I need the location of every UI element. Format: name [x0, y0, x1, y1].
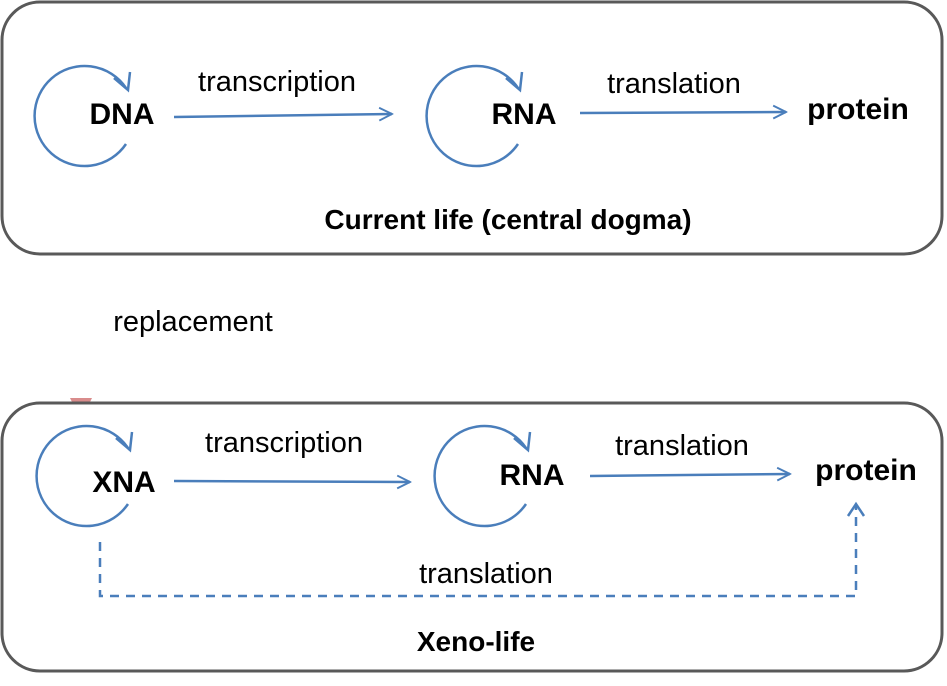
current-life-title: Current life (central dogma): [324, 204, 691, 235]
dna-replication-loop: [33, 64, 128, 168]
dna-node: DNA: [90, 98, 155, 131]
replacement-label: replacement: [113, 306, 273, 338]
xeno-rna-node: RNA: [500, 459, 565, 492]
xeno-transcription-arrow: [173, 481, 410, 482]
xeno-life-title: Xeno-life: [417, 626, 535, 657]
direct-translation-label: translation: [419, 558, 553, 590]
xeno-translation-arrow: [589, 474, 790, 476]
direct-translation-arrow: [98, 506, 858, 598]
rna-replication-loop: [425, 64, 520, 168]
protein-node: protein: [807, 93, 909, 126]
current-life-panel: [0, 0, 944, 256]
xna-replication-loop: [35, 424, 130, 528]
transcription-arrow: [173, 114, 392, 117]
xeno-rna-replication-arrowhead: [513, 431, 532, 453]
dna-replication-arrowhead: [113, 71, 132, 93]
xeno-life-panel: [0, 401, 944, 673]
translation-arrow: [579, 112, 786, 113]
transcription-label: transcription: [198, 66, 356, 98]
xeno-transcription-label: transcription: [205, 427, 363, 459]
xna-node: XNA: [92, 466, 155, 499]
xeno-rna-replication-loop: [433, 424, 528, 528]
xna-replication-arrowhead: [115, 431, 134, 453]
rna-node: RNA: [492, 98, 557, 131]
rna-replication-arrowhead: [505, 71, 524, 93]
translation-label: translation: [607, 68, 741, 100]
xeno-translation-label: translation: [615, 430, 749, 462]
xeno-protein-node: protein: [815, 454, 917, 487]
direct-translation-arrowhead: [846, 501, 866, 517]
